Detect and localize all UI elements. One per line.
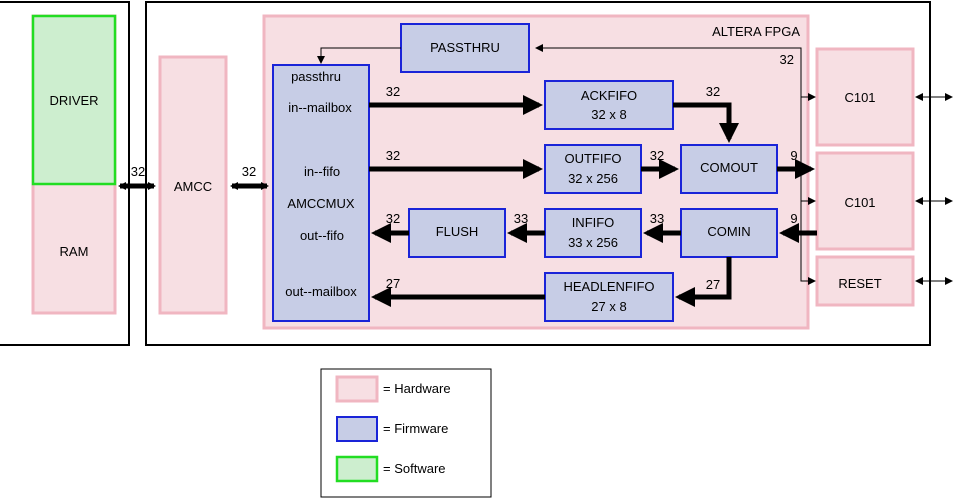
headlenfifo-label: HEADLENFIFO [563, 279, 654, 294]
passthru-bus-reset [800, 201, 816, 285]
c101-a-label: C101 [844, 90, 875, 105]
mux-passthru-label: passthru [291, 69, 341, 84]
mux-out-mailbox-label: out--mailbox [285, 284, 357, 299]
reset-block [815, 255, 915, 307]
amcc-mux-width: 32 [242, 164, 256, 179]
passthru-label: PASSTHRU [430, 40, 500, 55]
c101-b-label: C101 [844, 195, 875, 210]
legend-firmware-label: = Firmware [383, 421, 448, 436]
comout-block [680, 144, 778, 194]
driver-block [31, 14, 117, 186]
comin-headlen-bus [675, 257, 732, 307]
comout-ext-width: 9 [790, 148, 797, 163]
ackfifo-comout-bus [673, 102, 739, 143]
legend-firmware-swatch [336, 416, 378, 442]
outfifo-comout-width: 32 [650, 148, 664, 163]
ram-label: RAM [60, 244, 89, 259]
legend-hardware-label: = Hardware [383, 381, 451, 396]
amccmux-block [272, 64, 370, 322]
c101-b-block [815, 151, 915, 251]
host-amcc-width: 32 [131, 164, 145, 179]
amcc-label: AMCC [174, 179, 212, 194]
infifo-size: 33 x 256 [568, 235, 618, 250]
passthru-c101-link [535, 44, 816, 101]
mux-out-fifo-label: out--fifo [300, 228, 344, 243]
fpga-label: ALTERA FPGA [712, 24, 800, 39]
infifo-block [544, 208, 642, 258]
passthru-mux-link [317, 47, 401, 64]
legend-software-swatch [335, 455, 379, 483]
ackfifo-label: ACKFIFO [581, 88, 637, 103]
headlenfifo-block [544, 272, 674, 322]
amcc-block [158, 55, 228, 315]
outfifo-label: OUTFIFO [564, 151, 621, 166]
mailbox-ack-width: 32 [386, 84, 400, 99]
legend-hardware-swatch [335, 375, 379, 403]
legend-software-label: = Software [383, 461, 446, 476]
mux-amccmux-label: AMCCMUX [287, 196, 354, 211]
headlenfifo-size: 27 x 8 [591, 299, 626, 314]
mux-in-fifo-label: in--fifo [304, 164, 340, 179]
legend: = Hardware = Firmware = Software [320, 368, 492, 498]
passthru-out-width: 32 [780, 52, 794, 67]
ackfifo-size: 32 x 8 [591, 107, 626, 122]
ack-comout-width: 32 [706, 84, 720, 99]
mux-in-mailbox-label: in--mailbox [288, 100, 352, 115]
flush-mux-width: 32 [386, 211, 400, 226]
fifo-out-width: 32 [386, 148, 400, 163]
flush-block [408, 208, 506, 258]
comin-label: COMIN [707, 224, 750, 239]
comin-block [680, 208, 778, 258]
flush-label: FLUSH [436, 224, 479, 239]
infifo-label: INFIFO [572, 215, 615, 230]
comout-label: COMOUT [700, 160, 758, 175]
ext-comin-width: 9 [790, 211, 797, 226]
headlen-width: 27 [706, 277, 720, 292]
driver-label: DRIVER [49, 93, 98, 108]
c101-a-block [815, 47, 915, 147]
infifo-flush-width: 33 [514, 211, 528, 226]
headlen-mux-width: 27 [386, 276, 400, 291]
outfifo-size: 32 x 256 [568, 171, 618, 186]
comin-infifo-width: 33 [650, 211, 664, 226]
reset-label: RESET [838, 276, 881, 291]
passthru-block [400, 23, 530, 73]
